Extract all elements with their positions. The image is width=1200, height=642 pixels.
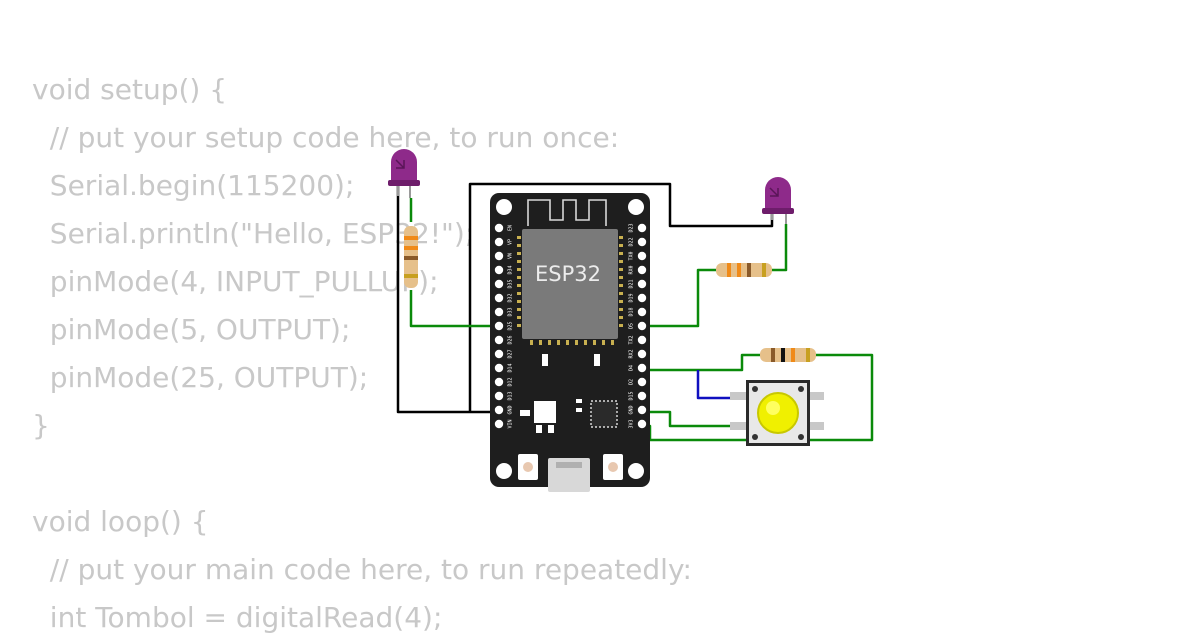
pin-d21[interactable] (637, 279, 647, 289)
pin-d32[interactable] (494, 293, 504, 303)
pin-gnd[interactable] (494, 405, 504, 415)
resistor-1 (404, 226, 418, 288)
pin-label: D2 (629, 379, 635, 385)
pin-tx0[interactable] (637, 251, 647, 261)
pin-d35[interactable] (494, 279, 504, 289)
led-right (762, 177, 794, 224)
code-line: } (32, 409, 50, 442)
code-line: // put your setup code here, to run once… (32, 121, 620, 154)
pin-label: D15 (629, 391, 635, 400)
pin-d15[interactable] (637, 391, 647, 401)
code-editor: void setup() { // put your setup code he… (32, 66, 692, 642)
pin-d27[interactable] (494, 349, 504, 359)
pin-label: D22 (629, 237, 635, 246)
wire-gnd-led1 (396, 180, 498, 414)
wire-d25-r1 (409, 290, 498, 328)
wire-gnd-button (642, 410, 736, 428)
pin-label: GND (629, 405, 635, 414)
pin-label: D35 (508, 279, 514, 288)
pin-vin[interactable] (494, 419, 504, 429)
pin-label: VIN (508, 419, 514, 428)
pin-d14[interactable] (494, 363, 504, 373)
push-button[interactable] (730, 380, 824, 446)
pin-label: VN (508, 253, 514, 259)
pin-vn[interactable] (494, 251, 504, 261)
pin-en[interactable] (494, 223, 504, 233)
pin-label: 3V3 (629, 419, 635, 428)
pin-d12[interactable] (494, 377, 504, 387)
led-left (388, 149, 420, 198)
pin-label: D26 (508, 335, 514, 344)
pin-d2[interactable] (637, 377, 647, 387)
pin-label: RX0 (629, 265, 635, 274)
code-line: Serial.begin(115200); (32, 169, 355, 202)
pin-vp[interactable] (494, 237, 504, 247)
pin-label: EN (508, 225, 514, 231)
pin-d19[interactable] (637, 293, 647, 303)
code-line: pinMode(25, OUTPUT); (32, 361, 369, 394)
pin-d33[interactable] (494, 307, 504, 317)
pin-rx0[interactable] (637, 265, 647, 275)
pin-3v3[interactable] (637, 419, 647, 429)
pin-label: D18 (629, 307, 635, 316)
resistor-3 (760, 348, 816, 362)
pin-d26[interactable] (494, 335, 504, 345)
code-line: void setup() { (32, 73, 228, 106)
code-line: // put your main code here, to run repea… (32, 553, 692, 586)
wires (396, 180, 874, 442)
pin-label: D13 (508, 391, 514, 400)
pin-d5[interactable] (637, 321, 647, 331)
pin-label: D34 (508, 265, 514, 274)
wire-d4-button (696, 370, 736, 400)
pin-d22[interactable] (637, 237, 647, 247)
pin-d23[interactable] (637, 223, 647, 233)
pin-label: TX2 (629, 335, 635, 344)
wire-r2-led2 (770, 224, 788, 272)
code-line: pinMode(5, OUTPUT); (32, 313, 351, 346)
code-line: int Tombol = digitalRead(4); (32, 601, 443, 634)
chip-label: ESP32 (535, 262, 601, 286)
pin-label: D32 (508, 293, 514, 302)
pin-label: D27 (508, 349, 514, 358)
pin-label: D23 (629, 223, 635, 232)
pin-tx2[interactable] (637, 335, 647, 345)
pin-label: D25 (508, 321, 514, 330)
pin-label: D5 (629, 323, 635, 329)
wire-d5-r2 (642, 268, 716, 328)
pin-label: VP (508, 239, 514, 245)
wire-gnd-led2 (468, 182, 774, 412)
pin-d4[interactable] (637, 363, 647, 373)
pin-label: TX0 (629, 251, 635, 260)
pin-label: D4 (629, 365, 635, 371)
esp32-board: ESP32 ENVPVND34D35D32D33D25D26D27D14D12D… (490, 193, 650, 492)
wire-d4-r3 (642, 353, 760, 372)
pin-label: D33 (508, 307, 514, 316)
pin-label: RX2 (629, 349, 635, 358)
pin-rx2[interactable] (637, 349, 647, 359)
pin-d25[interactable] (494, 321, 504, 331)
pin-label: D14 (508, 363, 514, 372)
pin-gnd[interactable] (637, 405, 647, 415)
pin-label: GND (508, 405, 514, 414)
code-line: pinMode(4, INPUT_PULLUP); (32, 265, 439, 298)
pin-d34[interactable] (494, 265, 504, 275)
pin-label: D21 (629, 279, 635, 288)
pin-label: D19 (629, 293, 635, 302)
resistor-2 (716, 263, 772, 277)
code-line: void loop() { (32, 505, 209, 538)
pin-d18[interactable] (637, 307, 647, 317)
pin-label: D12 (508, 377, 514, 386)
pin-d13[interactable] (494, 391, 504, 401)
